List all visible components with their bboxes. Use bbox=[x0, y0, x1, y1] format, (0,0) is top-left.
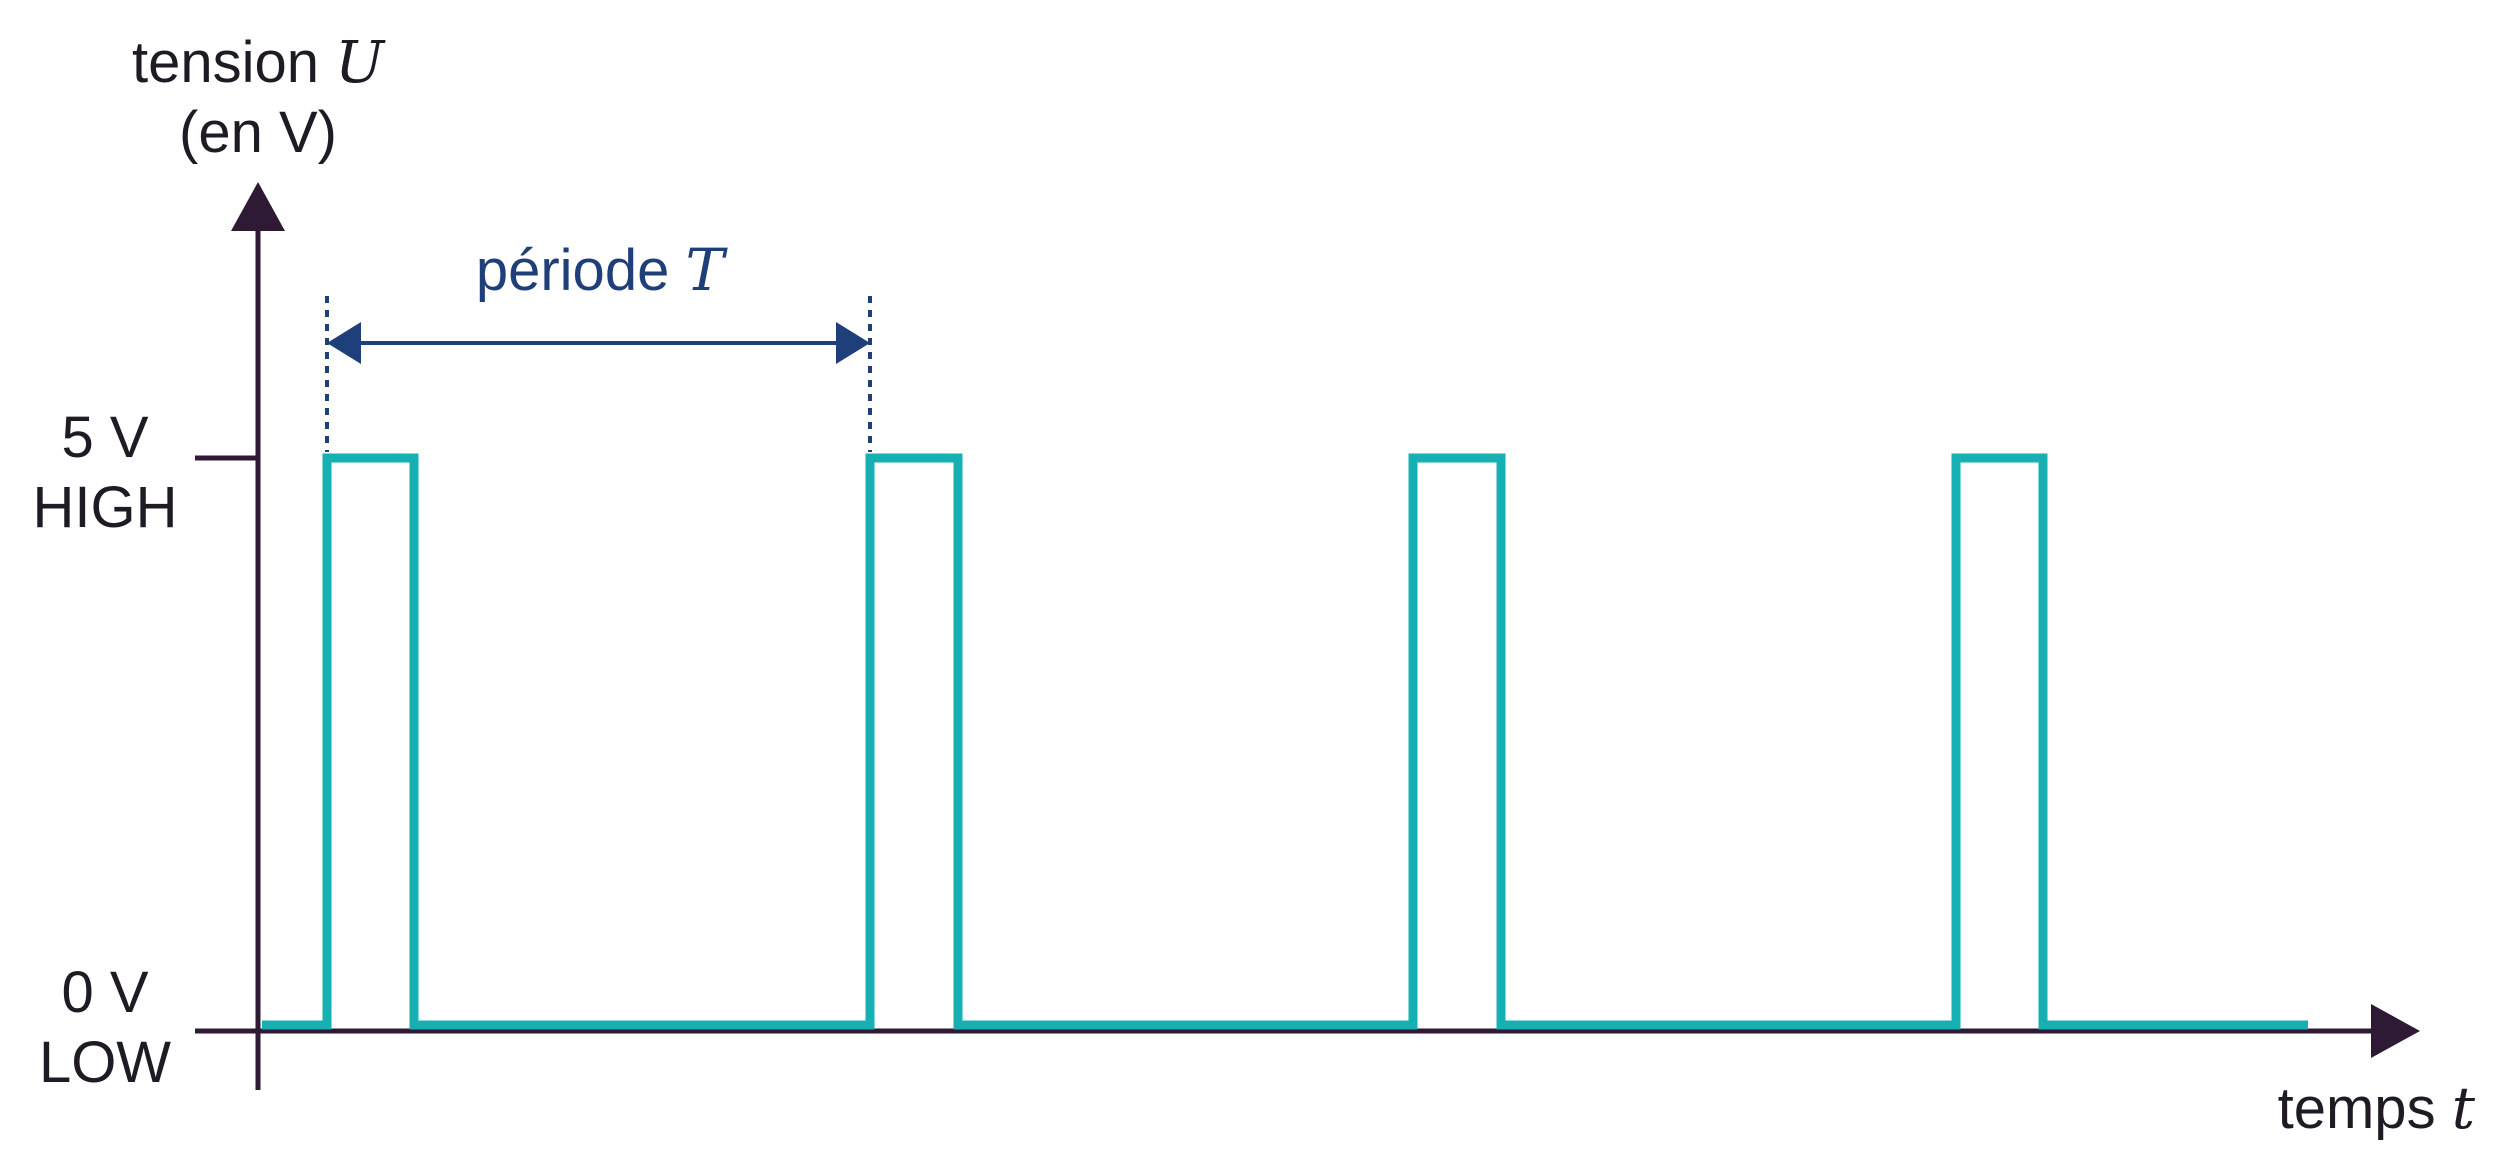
y-axis-arrowhead bbox=[231, 182, 285, 231]
x-axis-label-var: t bbox=[2452, 1074, 2476, 1142]
high-level-value: 5 V bbox=[61, 405, 148, 470]
low-level-name: LOW bbox=[39, 1030, 171, 1095]
period-label: période T bbox=[476, 236, 729, 304]
period-label-var: T bbox=[685, 236, 728, 304]
period-annotation: période T bbox=[325, 236, 872, 452]
x-axis-label-text: temps bbox=[2278, 1076, 2452, 1141]
axes bbox=[195, 182, 2420, 1090]
square-wave-signal bbox=[262, 453, 2308, 1030]
period-label-text: période bbox=[476, 238, 686, 303]
y-axis-label-line2: (en V) bbox=[179, 100, 337, 165]
y-axis-label-var: U bbox=[335, 28, 386, 96]
low-level-value: 0 V bbox=[61, 960, 148, 1025]
y-axis-label-text: tension bbox=[132, 30, 335, 95]
period-arrowhead-left bbox=[327, 322, 361, 364]
high-level-name: HIGH bbox=[33, 475, 178, 540]
x-axis-label: temps t bbox=[2278, 1074, 2476, 1142]
y-axis-label-line1: tension U bbox=[132, 28, 386, 96]
period-arrowhead-right bbox=[836, 322, 870, 364]
x-axis-arrowhead bbox=[2371, 1004, 2420, 1058]
